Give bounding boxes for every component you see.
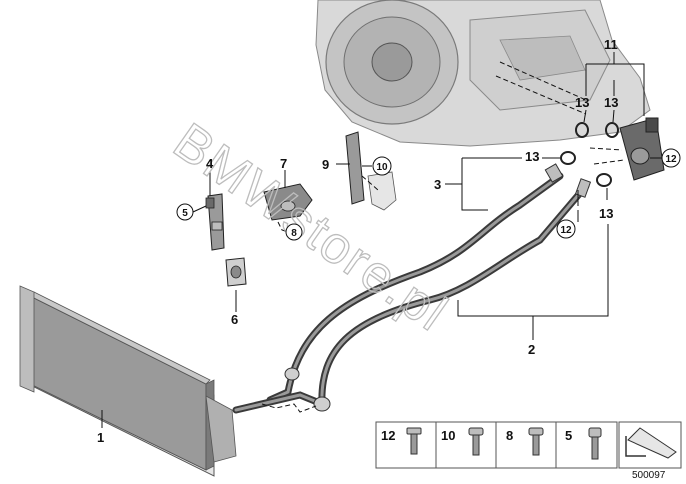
- callout-13-b: 13: [604, 95, 618, 110]
- bolt-10-icon: [468, 427, 484, 456]
- legend-item-10: 10: [441, 428, 455, 443]
- callout-8-circle: 8: [285, 223, 303, 241]
- leader-lines: [101, 52, 662, 428]
- callout-7: 7: [280, 156, 287, 171]
- transmission-housing: [315, 0, 651, 147]
- diagram-id: 500097: [632, 470, 666, 481]
- bolt-12-icon: [406, 427, 422, 455]
- svg-text:12: 12: [560, 225, 572, 236]
- callout-13-c: 13: [525, 149, 539, 164]
- holder-part-9: [345, 131, 397, 211]
- oil-line-return: [232, 182, 590, 414]
- legend-item-12: 12: [381, 428, 395, 443]
- bracket-part-4: [205, 193, 225, 251]
- clamp-part-6: [225, 257, 247, 287]
- watermark-text: BMWstore.pl: [163, 112, 458, 343]
- callout-2: 2: [528, 342, 535, 357]
- socket-screw-5-icon: [588, 427, 602, 460]
- svg-text:8: 8: [291, 228, 297, 239]
- connection-block: [619, 117, 665, 181]
- callout-13-a: 13: [575, 95, 589, 110]
- oil-cooler-radiator: [19, 285, 237, 477]
- callout-12-circle-a: 12: [661, 148, 681, 168]
- arrow-icon: [625, 427, 677, 459]
- sealing-rings: [560, 122, 619, 187]
- callout-10-circle: 10: [372, 156, 392, 176]
- callout-12-circle-b: 12: [556, 219, 576, 239]
- holder-part-7: [263, 183, 313, 221]
- callout-6: 6: [231, 312, 238, 327]
- legend-item-8: 8: [506, 428, 513, 443]
- bolt-8-icon: [528, 427, 544, 456]
- callout-9: 9: [322, 157, 329, 172]
- callout-5-circle: 5: [176, 203, 194, 221]
- oil-line-feed: [266, 172, 564, 404]
- svg-text:12: 12: [665, 154, 677, 165]
- pipe-fittings: [284, 163, 592, 412]
- svg-text:5: 5: [182, 208, 188, 219]
- callout-13-d: 13: [599, 206, 613, 221]
- callout-11: 11: [604, 37, 618, 52]
- fastener-legend: 12 10 8 5: [375, 421, 682, 469]
- callout-4: 4: [206, 156, 214, 171]
- callout-1: 1: [97, 430, 104, 445]
- callout-3: 3: [434, 177, 441, 192]
- legend-item-5: 5: [565, 428, 572, 443]
- svg-text:10: 10: [376, 162, 388, 173]
